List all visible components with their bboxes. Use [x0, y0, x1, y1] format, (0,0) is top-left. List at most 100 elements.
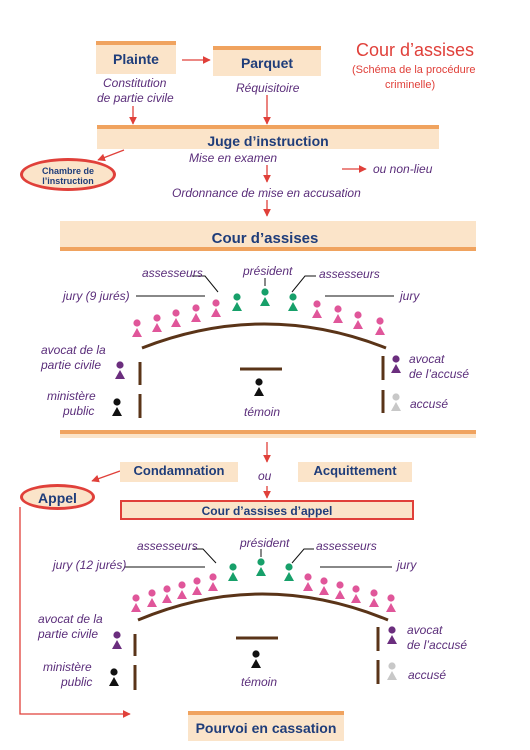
- condamnation-label: Condamnation: [133, 463, 225, 478]
- court2-avocat-acc-line1: avocat: [407, 623, 443, 637]
- mise-en-examen-label: Mise en examen: [189, 151, 278, 165]
- court2-avocat-acc-line2: de l’accusé: [407, 638, 468, 652]
- constitution-line1: Constitution: [103, 76, 167, 90]
- court1-jury-left: jury (9 jurés): [63, 289, 130, 303]
- juge-box: Juge d’instruction: [97, 125, 439, 149]
- court2-juror-9: [335, 581, 345, 599]
- court1-footer-bar: [60, 430, 476, 438]
- court2-header: Cour d’assises d’appel: [120, 500, 414, 520]
- arrow-condamnation-appel: [91, 470, 121, 483]
- court2-judge-2: [256, 558, 266, 576]
- parquet-box: Parquet: [213, 46, 321, 76]
- court2-ministere-line2: public: [61, 675, 93, 689]
- court2-accuse: accusé: [408, 668, 447, 682]
- court1-header-bar: [60, 221, 476, 251]
- court1-judge-3: [288, 293, 298, 311]
- court2-header-label: Cour d’assises d’appel: [201, 504, 333, 518]
- chambre-oval: Chambre de l’instruction: [20, 158, 116, 191]
- court1-juror-3: [171, 309, 181, 327]
- diagram-subtitle-line2: criminelle): [385, 79, 436, 91]
- court-assises-drawing: [112, 275, 401, 418]
- court2-avocat-pc-line1: avocat de la: [38, 612, 103, 626]
- court2-juror-11: [369, 589, 379, 607]
- court2-assesseurs-left: assesseurs: [137, 539, 198, 553]
- court1-juror-4: [191, 304, 201, 322]
- ordonnance-label: Ordonnance de mise en accusation: [172, 186, 361, 200]
- court1-juror-2: [152, 314, 162, 332]
- court2-jury-right: jury: [397, 558, 417, 572]
- court2-assesseurs-right: assesseurs: [316, 539, 377, 553]
- court1-temoin-figure: [254, 378, 264, 396]
- court1-ministere-line1: ministère: [47, 389, 96, 403]
- pourvoi-box: Pourvoi en cassation: [188, 711, 344, 741]
- plainte-label: Plainte: [113, 51, 159, 67]
- court1-avocat-pc-line1: avocat de la: [41, 343, 106, 357]
- court1-juror-5: [211, 299, 221, 317]
- court1-bench-arc: [141, 322, 387, 350]
- diagram-subtitle-line1: (Schéma de la procédure: [352, 64, 476, 76]
- acquittement-label: Acquittement: [313, 463, 397, 478]
- court1-accuse: accusé: [410, 397, 449, 411]
- court1-judge-1: [232, 293, 242, 311]
- court1-avocat-acc-line2: de l’accusé: [409, 367, 470, 381]
- court1-avocat-pc-line2: partie civile: [41, 358, 102, 372]
- court1-jury-right: jury: [400, 289, 420, 303]
- verdict-ou: ou: [258, 469, 272, 483]
- appel-oval: Appel: [20, 484, 95, 510]
- court2-juror-1: [131, 594, 141, 612]
- court1-juror-7: [333, 305, 343, 323]
- court2-temoin: témoin: [241, 675, 278, 689]
- court1-juror-1: [132, 319, 142, 337]
- court2-avocat-pc-line2: partie civile: [38, 627, 99, 641]
- non-lieu-label: ou non-lieu: [373, 162, 433, 176]
- court2-judge-1: [228, 563, 238, 581]
- court2-partie-civile-figure: [112, 631, 122, 649]
- court1-assesseurs-left: assesseurs: [142, 266, 203, 280]
- court1-partie-civile-figure: [115, 361, 125, 379]
- court2-juror-7: [303, 573, 313, 591]
- arrow-juge-chambre: [97, 149, 125, 162]
- court2-accuse-figure: [387, 662, 397, 680]
- court-appel-drawing: [109, 548, 397, 690]
- requisitoire-label: Réquisitoire: [236, 81, 300, 95]
- court2-juror-6: [208, 573, 218, 591]
- court1-assesseurs-right: assesseurs: [319, 267, 380, 281]
- constitution-line2: de partie civile: [97, 91, 174, 105]
- plainte-box: Plainte: [96, 41, 176, 74]
- court1-accuse-figure: [391, 393, 401, 411]
- acquittement-box: Acquittement: [298, 462, 412, 482]
- court1-header: Cour d’assises: [211, 230, 319, 247]
- court2-juror-10: [351, 585, 361, 603]
- court2-juror-5: [192, 577, 202, 595]
- diagram-title: Cour d’assises: [356, 40, 475, 60]
- court2-bench-arc: [137, 592, 389, 622]
- court2-juror-8: [319, 577, 329, 595]
- court1-ministere-line2: public: [63, 404, 95, 418]
- court2-temoin-figure: [251, 650, 261, 668]
- appel-label: Appel: [38, 490, 77, 506]
- condamnation-box: Condamnation: [120, 462, 238, 482]
- court1-avocat-accuse-figure: [391, 355, 401, 373]
- court2-avocat-accuse-figure: [387, 626, 397, 644]
- court1-juror-9: [375, 317, 385, 335]
- court2-juror-3: [162, 585, 172, 603]
- court2-president: président: [240, 536, 290, 550]
- pourvoi-label: Pourvoi en cassation: [195, 720, 337, 736]
- court2-juror-12: [386, 594, 396, 612]
- court1-juror-6: [312, 300, 322, 318]
- court2-ministere-line1: ministère: [43, 660, 92, 674]
- court1-juror-8: [353, 311, 363, 329]
- court2-jury-left: jury (12 jurés): [53, 558, 127, 572]
- chambre-line2: l’instruction: [42, 176, 94, 186]
- court2-judge-3: [284, 563, 294, 581]
- chambre-line1: Chambre de: [41, 166, 94, 176]
- court2-juror-2: [147, 589, 157, 607]
- court1-president: président: [243, 264, 293, 278]
- juge-label: Juge d’instruction: [207, 133, 329, 149]
- parquet-label: Parquet: [240, 55, 294, 71]
- court2-juror-4: [177, 581, 187, 599]
- court1-temoin: témoin: [244, 405, 281, 419]
- court1-judge-2: [260, 288, 270, 306]
- court1-avocat-acc-line1: avocat: [409, 352, 445, 366]
